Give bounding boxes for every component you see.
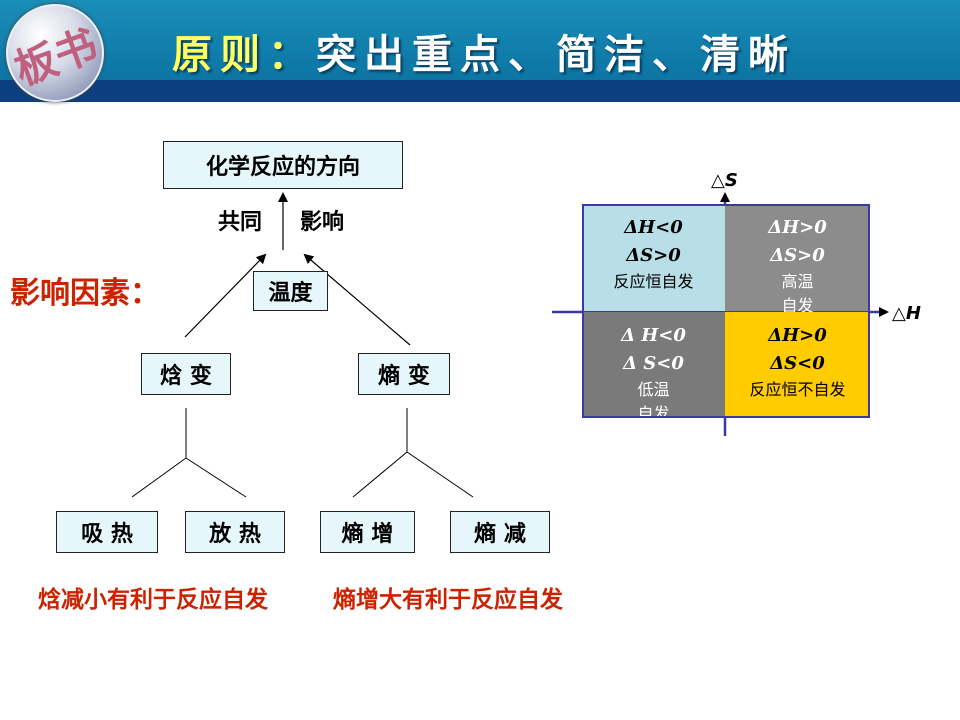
ds-axis-label: △S [711,170,738,191]
q-bl-expr2: Δ S<0 [623,353,684,374]
quadrant-top-right: ΔH>0 ΔS>0 高温 自发 [725,204,870,315]
absorb-heat-box: 吸 热 [56,511,158,553]
q-tr-line2: 自发 [781,296,814,315]
q-bl-line2: 自发 [637,404,670,423]
root-box: 化学反应的方向 [163,141,403,189]
title-prefix: 原则： [172,31,316,78]
entropy-decrease-box: 熵 减 [450,511,550,553]
branch-absorb [131,457,187,498]
q-bl-expr1: Δ H<0 [621,325,686,346]
q-tl-line1: 反应恒自发 [613,272,694,291]
q-tr-expr2: ΔS>0 [770,245,825,266]
factors-label: 影响因素： [10,276,160,311]
quadrant-frame [582,204,870,418]
q-br-line1: 反应恒不自发 [749,380,846,399]
quadrant-top-left: ΔH<0 ΔS>0 反应恒自发 [582,204,725,311]
conclusion-entropy: 熵增大有利于反应自发 [333,587,563,613]
slide-title: 原则：突出重点、简洁、清晰 [172,22,796,80]
dh-axis-label: △H [892,303,921,324]
q-br-expr2: ΔS<0 [770,353,825,374]
q-tl-expr2: ΔS>0 [626,245,681,266]
line-entropy-arrow [303,253,411,346]
header-strip [0,80,960,102]
q-tr-line1: 高温 [781,272,814,291]
enthalpy-box: 焓 变 [141,353,231,395]
line-enthalpy-arrow [184,253,267,338]
branch-increase [352,451,408,498]
quadrant-bottom-left: Δ H<0 Δ S<0 低温 自发 [582,312,725,423]
together-label: 共同 [218,210,263,235]
entropy-increase-box: 熵 增 [320,511,415,553]
release-heat-box: 放 热 [185,511,285,553]
q-tl-expr1: ΔH<0 [624,217,683,238]
branch-release [185,457,247,498]
q-tr-expr1: ΔH>0 [768,217,827,238]
q-bl-line1: 低温 [637,380,670,399]
temperature-box: 温度 [253,271,328,311]
board-logo-icon: 板书 [6,4,104,102]
influence-label: 影响 [300,210,345,235]
conclusion-enthalpy: 焓减小有利于反应自发 [38,587,268,613]
title-main: 突出重点、简洁、清晰 [316,31,796,78]
branch-decrease [406,451,474,498]
quadrant-bottom-right: ΔH>0 ΔS<0 反应恒不自发 [725,312,870,418]
entropy-box: 熵 变 [358,353,450,395]
q-br-expr1: ΔH>0 [768,325,827,346]
